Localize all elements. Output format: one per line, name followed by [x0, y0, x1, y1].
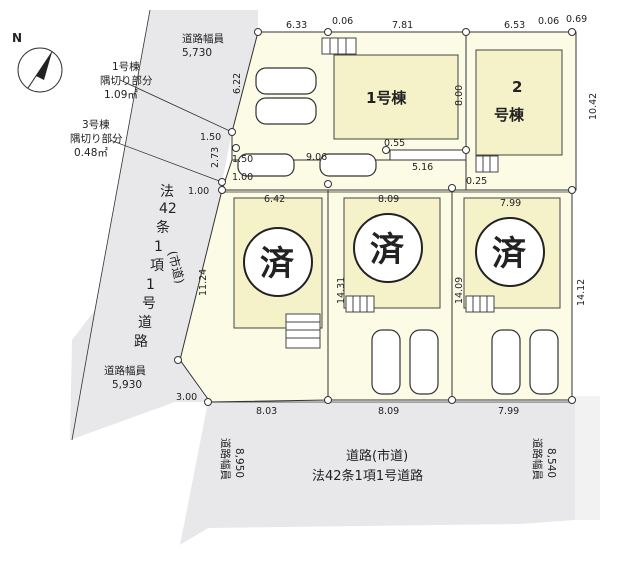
svg-text:道: 道: [138, 315, 152, 331]
dim-1412: 14.12: [576, 279, 587, 306]
car-icon: [529, 329, 559, 395]
porch-steps-1: [321, 37, 357, 55]
building-1-label: 1号棟: [366, 89, 407, 107]
dim-809a: 8.09: [378, 194, 399, 205]
top-road-width-label: 道路幅員: [182, 32, 224, 45]
dimension-labels: 6.33 0.06 7.81 6.53 0.06 0.69 6.22 8.00 …: [176, 14, 599, 417]
building-1: [333, 54, 459, 140]
bottom-road-line1: 道路(市道): [346, 448, 408, 464]
top-road-width-value: 5,730: [182, 47, 212, 59]
dim-516: 5.16: [412, 162, 433, 173]
dim-bottom-2: 7.99: [498, 406, 519, 417]
svg-text:条: 条: [156, 219, 170, 236]
car-icon: [491, 329, 521, 395]
dim-150a: 1.50: [200, 132, 221, 143]
left-road-label: 法 42 条 1 項 1 号 道 路: [134, 184, 177, 350]
bottom-right-width-value: 8,540: [545, 448, 557, 478]
dim-top-1: 0.06: [332, 16, 353, 27]
left-road-width-label: 道路幅員: [104, 364, 146, 377]
bottom-left-width-label: 道路幅員: [219, 438, 232, 480]
porch-steps-4: [345, 295, 375, 313]
bottom-road: [180, 402, 575, 545]
left-road-width-value: 5,930: [112, 379, 142, 391]
building-2-label-num: 2: [512, 78, 522, 96]
dim-1124: 11.24: [198, 269, 209, 296]
corner-cut-1-label2: 隅切り部分: [100, 74, 153, 87]
dim-055: 0.55: [384, 138, 405, 149]
dim-top-5: 0.69: [566, 14, 587, 25]
dim-100a: 1.00: [232, 172, 253, 183]
dim-273: 2.73: [210, 147, 221, 168]
building-2-label-suffix: 号棟: [494, 106, 525, 124]
dim-top-2: 7.81: [392, 20, 413, 31]
dim-bottom-1: 8.09: [378, 406, 399, 417]
dim-622: 6.22: [232, 73, 243, 94]
sold-stamp-5: 済: [475, 217, 545, 287]
north-arrow-icon: N: [12, 31, 63, 93]
car-icon: [409, 329, 439, 395]
svg-text:法: 法: [160, 184, 174, 200]
corner-cut-3-label2: 隅切り部分: [70, 132, 123, 145]
car-icon: [255, 97, 317, 125]
porch-steps-2: [475, 155, 499, 173]
porch-steps-3: [285, 313, 321, 349]
sold-stamp-4: 済: [353, 213, 423, 283]
dim-1409: 14.09: [454, 277, 465, 304]
dim-799a: 7.99: [500, 198, 521, 209]
svg-text:N: N: [12, 31, 22, 45]
bottom-road-line2: 法42条1項1号道路: [312, 468, 423, 484]
dim-100b: 1.00: [188, 186, 209, 197]
dim-top-0: 6.33: [286, 20, 307, 31]
dim-top-4: 0.06: [538, 16, 559, 27]
dim-top-3: 6.53: [504, 20, 525, 31]
bottom-left-width-value: 8,950: [233, 448, 245, 478]
car-icon-group: [237, 67, 559, 395]
dim-1431: 14.31: [336, 277, 347, 304]
dim-906: 9.06: [306, 152, 327, 163]
corner-cut-1-area: 1.09㎡: [104, 89, 138, 101]
dim-800: 8.00: [454, 85, 465, 106]
bottom-road-right-edge: [575, 396, 600, 520]
corner-cut-1-label1: 1号棟: [112, 60, 140, 73]
svg-text:路: 路: [134, 334, 148, 350]
dim-642: 6.42: [264, 194, 285, 205]
svg-text:号: 号: [142, 296, 156, 312]
car-icon: [255, 67, 317, 95]
svg-text:42: 42: [159, 201, 177, 217]
sold-stamp-3: 済: [243, 227, 313, 297]
svg-text:1: 1: [154, 239, 163, 255]
svg-text:1: 1: [146, 277, 155, 293]
dimension-lines: [71, 9, 575, 441]
corner-cut-3-area: 0.48㎡: [74, 147, 108, 159]
dim-300: 3.00: [176, 392, 197, 403]
car-icon: [371, 329, 401, 395]
svg-text:項: 項: [150, 258, 164, 274]
svg-text:済: 済: [370, 230, 405, 270]
dim-bottom-0: 8.03: [256, 406, 277, 417]
porch-steps-5: [465, 295, 495, 313]
dim-1042: 10.42: [588, 93, 599, 120]
corner-cut-3-label1: 3号棟: [82, 118, 110, 131]
building-2: [475, 49, 563, 156]
dim-025: 0.25: [466, 176, 487, 187]
svg-text:済: 済: [260, 244, 295, 284]
survey-points: [174, 28, 576, 406]
car-icon: [319, 153, 377, 177]
left-road: [70, 10, 222, 440]
dim-150b: 1.50: [232, 154, 253, 165]
car-icon: [237, 153, 295, 177]
bottom-right-width-label: 道路幅員: [531, 438, 544, 480]
svg-text:済: 済: [492, 234, 527, 274]
